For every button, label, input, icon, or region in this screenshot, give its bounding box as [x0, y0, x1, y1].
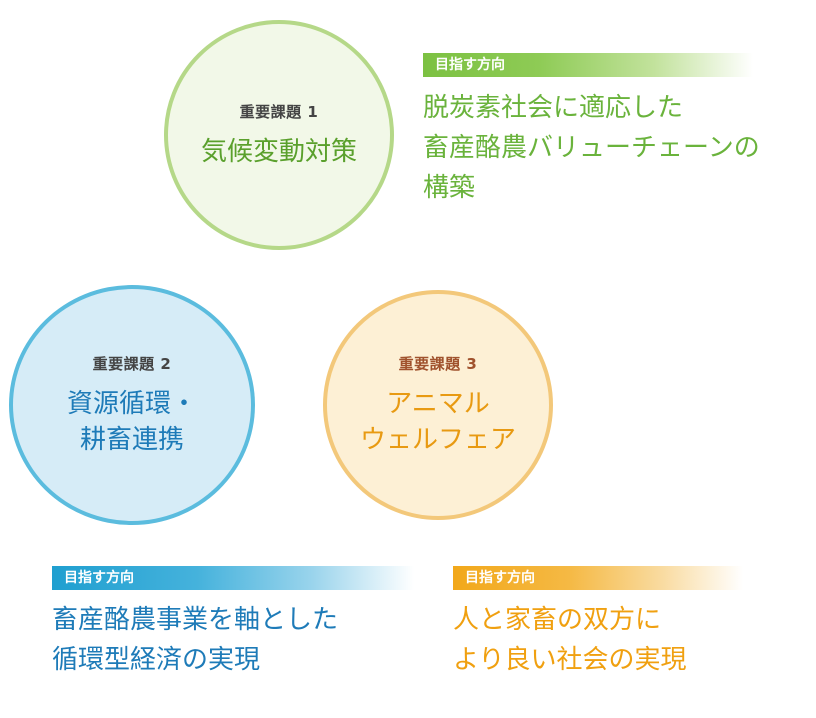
issue-1-title-line: 気候変動対策	[200, 136, 357, 167]
issue-3-direction-bar: 目指す方向	[453, 566, 743, 590]
issue-3-direction-line: より良い社会の実現	[453, 645, 687, 675]
issue-3-tag: 重要課題 3	[398, 354, 478, 373]
issue-1-direction-line: 脱炭素社会に適応した	[423, 93, 684, 123]
issue-2-tag: 重要課題 2	[92, 354, 172, 373]
issue-3-title: アニマル ウェルフェア	[360, 386, 516, 458]
issue-2-title: 資源循環・ 耕畜連携	[67, 386, 197, 458]
issue-3-direction-line: 人と家畜の双方に	[453, 605, 662, 635]
issue-2-title-line: 資源循環・	[66, 388, 197, 419]
issue-3-title-line: ウェルフェア	[359, 424, 516, 455]
issue-1-circle: 重要課題 1 気候変動対策	[164, 20, 394, 250]
issue-2-title-line: 耕畜連携	[79, 424, 184, 455]
issue-1-direction-line: 畜産酪農バリューチェーンの	[423, 133, 760, 163]
issue-2-direction-text: 畜産酪農事業を軸とした 循環型経済の実現	[52, 600, 338, 680]
issue-2-direction-bar: 目指す方向	[52, 566, 414, 590]
issue-2-direction-line: 畜産酪農事業を軸とした	[52, 605, 339, 635]
issue-3-direction-text: 人と家畜の双方に より良い社会の実現	[453, 600, 686, 680]
issue-3-circle: 重要課題 3 アニマル ウェルフェア	[323, 290, 553, 520]
issue-1-direction-line: 構築	[423, 173, 476, 203]
issue-3-title-line: アニマル	[386, 388, 490, 419]
issue-2-circle: 重要課題 2 資源循環・ 耕畜連携	[9, 285, 255, 525]
issue-1-direction-bar: 目指す方向	[423, 53, 753, 77]
issue-1-title: 気候変動対策	[201, 134, 357, 170]
issue-1-tag: 重要課題 1	[239, 102, 319, 121]
issue-1-direction-text: 脱炭素社会に適応した 畜産酪農バリューチェーンの 構築	[423, 88, 760, 208]
issue-2-direction-line: 循環型経済の実現	[52, 645, 261, 675]
